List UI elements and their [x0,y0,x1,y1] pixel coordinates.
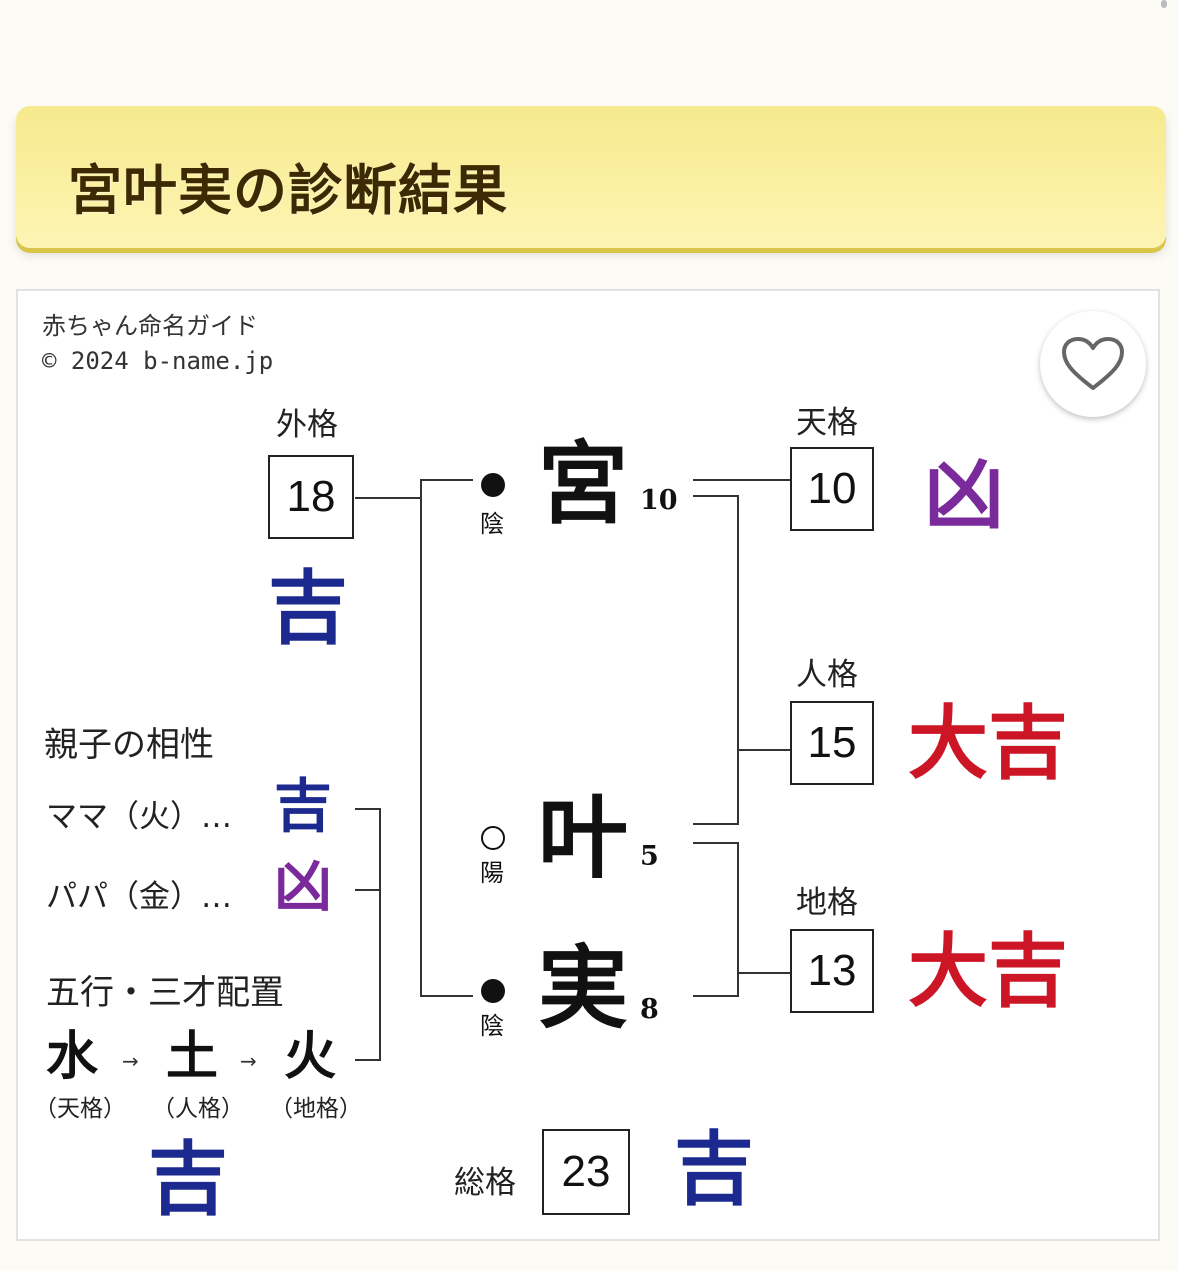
gogyo-title: 五行・三才配置 [46,973,284,1013]
gogyo-element-3: 火 [284,1026,337,1087]
result-banner: 宮叶実の診断結果 [16,106,1166,248]
tenkaku-value: 10 [790,447,874,531]
chikaku-value: 13 [790,929,874,1013]
gogyo-element-1: 水 [46,1026,99,1087]
gaikaku-fortune: 吉 [268,561,348,655]
jinkaku-label: 人格 [796,657,858,693]
jinkaku-value: 15 [790,701,874,785]
page-title: 宮叶実の診断結果 [68,158,508,222]
gogyo-fortune: 吉 [148,1132,228,1226]
tenkaku-label: 天格 [796,405,858,441]
gogyo-element-2: 土 [166,1026,219,1087]
yang-dot-2 [481,826,505,850]
stroke-count-2: 5 [640,841,659,872]
name-char-3: 実 [538,935,628,1041]
favorite-button[interactable] [1040,311,1146,417]
stroke-count-1: 10 [640,485,678,516]
name-char-1: 宮 [538,431,628,537]
soukaku-value: 23 [542,1129,630,1215]
heart-outline-icon [1062,337,1124,390]
credit-copyright: © 2024 b-name.jp [42,347,274,375]
gaikaku-label: 外格 [276,407,338,443]
credit: 赤ちゃん命名ガイド © 2024 b-name.jp [42,309,273,379]
gogyo-sub-2: （人格） [152,1096,244,1122]
stroke-count-3: 8 [640,994,659,1025]
yinyang-label-3: 陰 [480,1012,504,1040]
gogyo-sub-1: （天格） [34,1096,126,1122]
scrollbar-thumb[interactable] [1161,0,1167,8]
soukaku-label: 総格 [454,1165,516,1201]
credit-site-name: 赤ちゃん命名ガイド [42,312,258,340]
tenkaku-fortune: 凶 [924,447,1004,541]
soukaku-fortune: 吉 [674,1122,754,1216]
papa-fortune: 凶 [274,852,333,920]
arrow-icon-1: → [122,1049,139,1073]
jinkaku-fortune: 大吉 [908,696,1068,790]
yin-dot-1 [481,473,505,497]
yinyang-label-1: 陰 [480,510,504,538]
yin-dot-3 [481,979,505,1003]
chikaku-label: 地格 [796,885,858,921]
name-char-2: 叶 [538,785,628,891]
gogyo-sub-3: （地格） [270,1096,362,1122]
chikaku-fortune: 大吉 [908,924,1068,1018]
gaikaku-value: 18 [268,455,354,539]
papa-label: パパ（金）… [46,879,232,915]
arrow-icon-2: → [240,1049,257,1073]
mama-label: ママ（火）… [46,799,232,835]
connector-lines [355,479,790,1061]
compatibility-title: 親子の相性 [44,725,214,765]
yinyang-label-2: 陽 [480,859,504,887]
mama-fortune: 吉 [274,772,333,840]
diagnosis-card: 赤ちゃん命名ガイド © 2024 b-name.jp 外格 18 吉 天格 10… [16,289,1160,1241]
